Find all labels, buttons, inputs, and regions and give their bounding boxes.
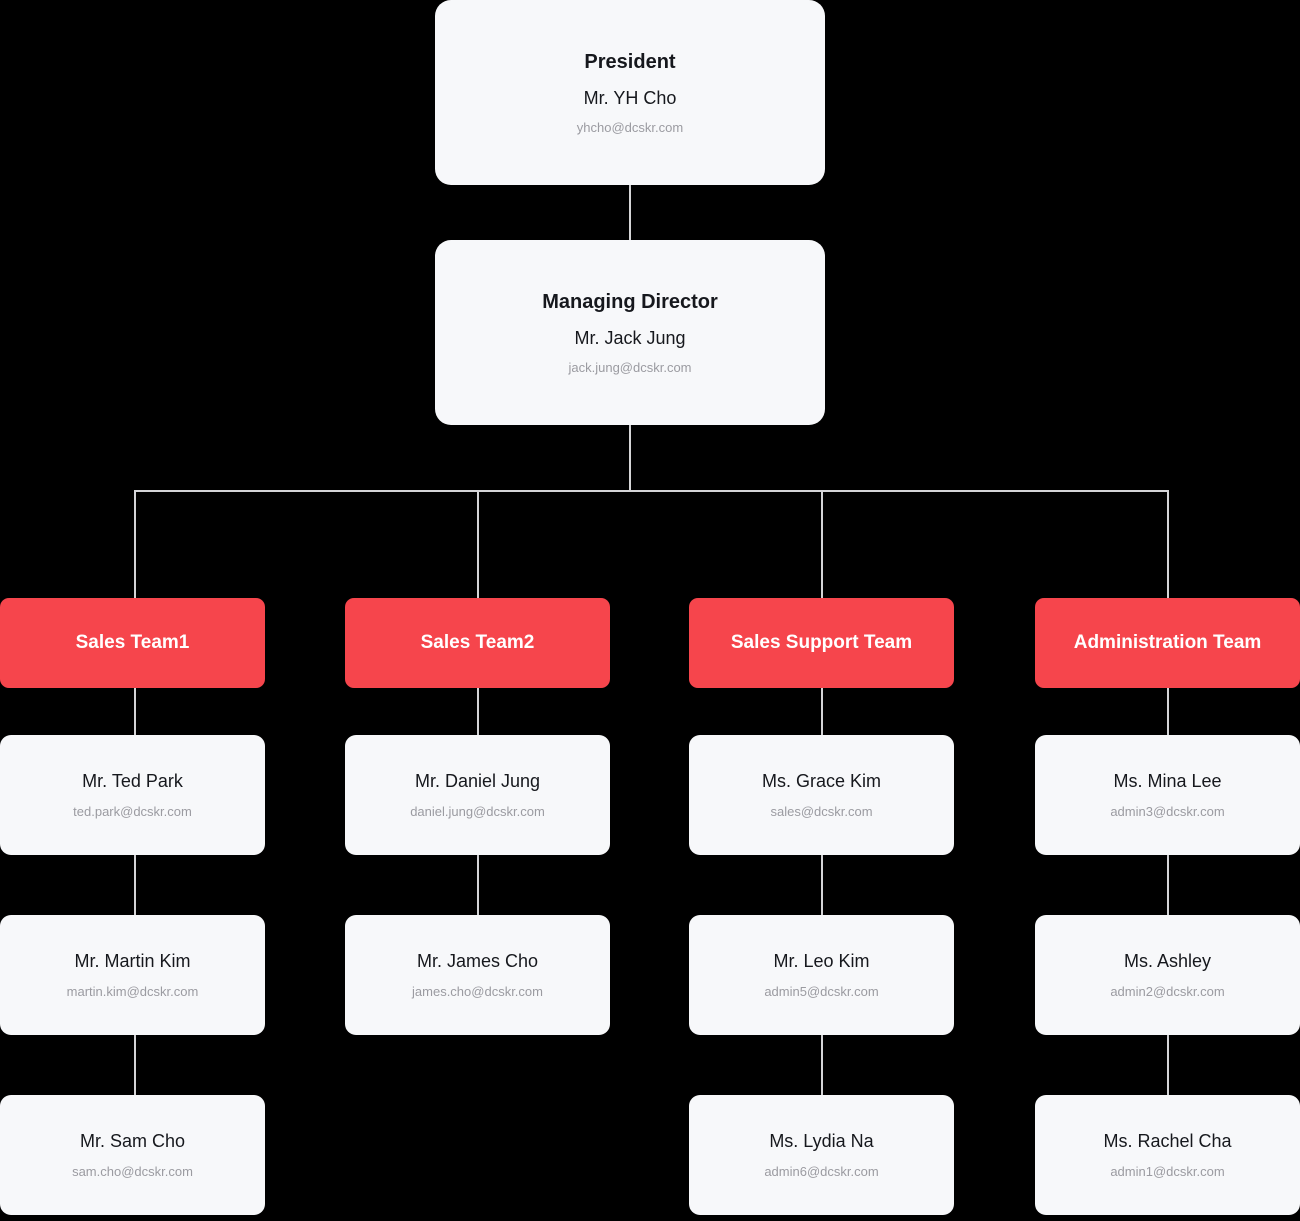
connector-team-2-member-2 [477,855,479,917]
member-card-leo-kim[interactable]: Mr. Leo Kim admin5@dcskr.com [689,915,954,1035]
team-name-label: Sales Support Team [730,631,913,653]
member-email: admin5@dcskr.com [764,983,879,999]
team-header-sales-team2[interactable]: Sales Team2 [345,598,610,688]
member-email: admin3@dcskr.com [1110,803,1225,819]
connector-team-2-member-1 [477,686,479,738]
member-email: admin6@dcskr.com [764,1163,879,1179]
member-name: Ms. Grace Kim [761,770,881,791]
member-email: admin1@dcskr.com [1110,1163,1225,1179]
member-card-lydia-na[interactable]: Ms. Lydia Na admin6@dcskr.com [689,1095,954,1215]
connector-team-4-member-3 [1167,1035,1169,1097]
connector-team-1-member-3 [134,1035,136,1097]
team-name-label: Sales Team1 [75,631,190,653]
member-name: Mr. James Cho [416,950,539,971]
member-email: ted.park@dcskr.com [73,803,192,819]
president-email: yhcho@dcskr.com [576,119,684,135]
connector-team-1-member-1 [134,686,136,738]
connector-bus-to-team-2 [477,490,479,600]
connector-bus-to-team-4 [1167,490,1169,600]
connector-bus-to-team-3 [821,490,823,600]
member-card-ted-park[interactable]: Mr. Ted Park ted.park@dcskr.com [0,735,265,855]
member-name: Ms. Mina Lee [1113,770,1222,791]
connector-team-3-member-2 [821,855,823,917]
president-person: Mr. YH Cho [583,87,677,108]
member-card-sam-cho[interactable]: Mr. Sam Cho sam.cho@dcskr.com [0,1095,265,1215]
member-email: james.cho@dcskr.com [412,983,543,999]
connector-team-4-member-2 [1167,855,1169,917]
node-managing-director[interactable]: Managing Director Mr. Jack Jung jack.jun… [435,240,825,425]
node-president[interactable]: President Mr. YH Cho yhcho@dcskr.com [435,0,825,185]
member-email: sales@dcskr.com [770,803,873,819]
member-card-daniel-jung[interactable]: Mr. Daniel Jung daniel.jung@dcskr.com [345,735,610,855]
team-name-label: Sales Team2 [420,631,535,653]
member-email: daniel.jung@dcskr.com [410,803,545,819]
member-card-martin-kim[interactable]: Mr. Martin Kim martin.kim@dcskr.com [0,915,265,1035]
member-name: Mr. Ted Park [82,770,183,791]
member-email: martin.kim@dcskr.com [66,983,199,999]
team-header-sales-team1[interactable]: Sales Team1 [0,598,265,688]
connector-team-bus [134,490,1169,492]
connector-president-to-director [629,180,631,246]
connector-bus-to-team-1 [134,490,136,600]
member-name: Mr. Sam Cho [79,1130,186,1151]
managing-director-email: jack.jung@dcskr.com [568,359,692,375]
member-card-rachel-cha[interactable]: Ms. Rachel Cha admin1@dcskr.com [1035,1095,1300,1215]
managing-director-person: Mr. Jack Jung [574,327,686,348]
connector-director-to-bus [629,420,631,492]
member-name: Mr. Martin Kim [74,950,191,971]
team-header-sales-support-team[interactable]: Sales Support Team [689,598,954,688]
connector-team-4-member-1 [1167,686,1169,738]
managing-director-role: Managing Director [542,290,718,313]
member-email: admin2@dcskr.com [1110,983,1225,999]
president-role: President [584,50,676,73]
team-name-label: Administration Team [1073,631,1262,653]
connector-team-3-member-3 [821,1035,823,1097]
member-name: Mr. Leo Kim [773,950,870,971]
member-card-james-cho[interactable]: Mr. James Cho james.cho@dcskr.com [345,915,610,1035]
team-header-administration-team[interactable]: Administration Team [1035,598,1300,688]
connector-team-1-member-2 [134,855,136,917]
member-card-grace-kim[interactable]: Ms. Grace Kim sales@dcskr.com [689,735,954,855]
member-name: Ms. Rachel Cha [1103,1130,1232,1151]
member-name: Ms. Ashley [1123,950,1212,971]
member-name: Mr. Daniel Jung [414,770,541,791]
connector-team-3-member-1 [821,686,823,738]
member-card-mina-lee[interactable]: Ms. Mina Lee admin3@dcskr.com [1035,735,1300,855]
member-name: Ms. Lydia Na [769,1130,874,1151]
member-email: sam.cho@dcskr.com [72,1163,193,1179]
member-card-ashley[interactable]: Ms. Ashley admin2@dcskr.com [1035,915,1300,1035]
